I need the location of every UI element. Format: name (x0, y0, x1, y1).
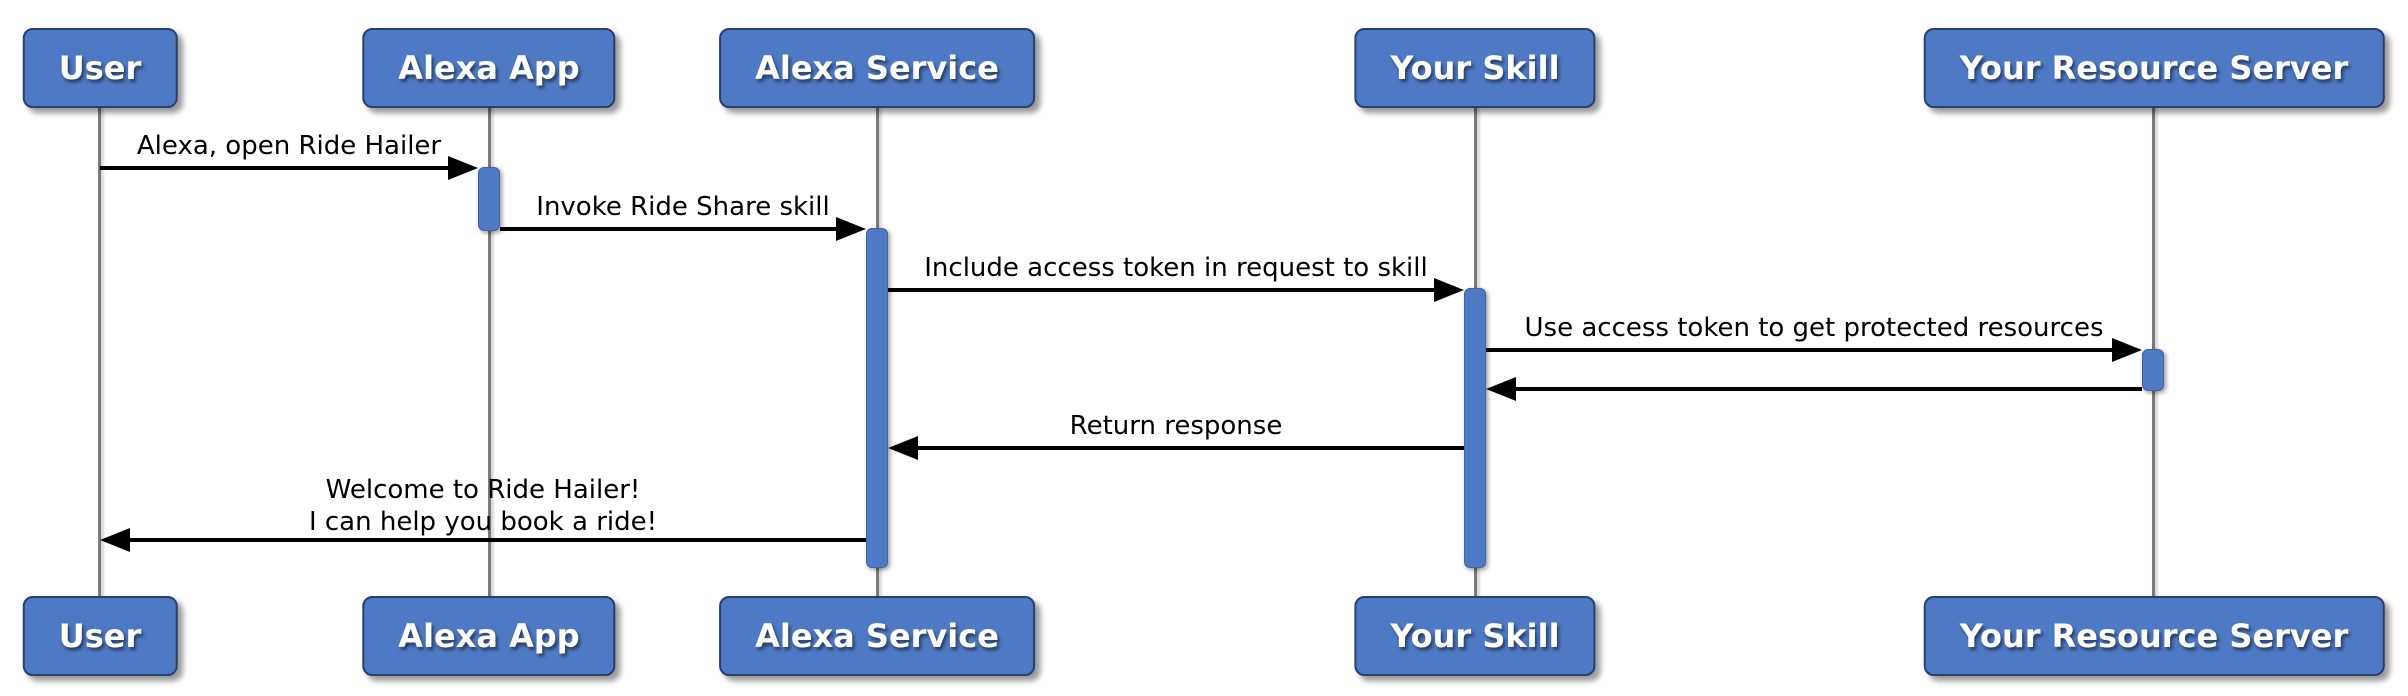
arrowhead-right-icon (836, 217, 866, 241)
activation-alexa-app (478, 167, 500, 231)
message-label: Alexa, open Ride Hailer (136, 131, 442, 161)
arrowhead-left-icon (100, 528, 130, 552)
actor-box-your-skill-top: Your Skill (1354, 28, 1596, 108)
actor-box-resource-server-top: Your Resource Server (1923, 28, 2385, 108)
actor-box-alexa-service-top: Alexa Service (719, 28, 1035, 108)
message-label: Welcome to Ride Hailer! I can help you b… (309, 474, 657, 538)
message-line (1514, 387, 2142, 391)
message-label: Invoke Ride Share skill (536, 192, 830, 222)
actor-box-user-bottom: User (22, 596, 178, 676)
actor-box-alexa-service-bottom: Alexa Service (719, 596, 1035, 676)
arrowhead-left-icon (888, 436, 918, 460)
actor-box-alexa-app-top: Alexa App (362, 28, 616, 108)
message-line (888, 288, 1436, 292)
actor-box-your-skill-bottom: Your Skill (1354, 596, 1596, 676)
actor-box-user-top: User (22, 28, 178, 108)
actor-box-resource-server-bottom: Your Resource Server (1923, 596, 2385, 676)
activation-resource-server (2142, 349, 2164, 391)
arrowhead-left-icon (1486, 377, 1516, 401)
arrowhead-right-icon (448, 156, 478, 180)
message-label: Include access token in request to skill (924, 253, 1428, 283)
message-label: Return response (1069, 411, 1283, 441)
lifeline-user (98, 106, 101, 598)
lifeline-alexa-app (488, 106, 491, 598)
arrowhead-right-icon (1434, 278, 1464, 302)
message-line (916, 446, 1464, 450)
message-line (1486, 348, 2114, 352)
message-label-line1: Welcome to Ride Hailer! (325, 475, 641, 505)
message-line (100, 166, 450, 170)
actor-box-alexa-app-bottom: Alexa App (362, 596, 616, 676)
message-label-line2: I can help you book a ride! (308, 507, 658, 537)
message-label: Use access token to get protected resour… (1524, 313, 2104, 343)
activation-your-skill (1464, 288, 1486, 568)
activation-alexa-service (866, 228, 888, 568)
message-line (128, 538, 866, 542)
message-line (500, 227, 838, 231)
arrowhead-right-icon (2112, 338, 2142, 362)
